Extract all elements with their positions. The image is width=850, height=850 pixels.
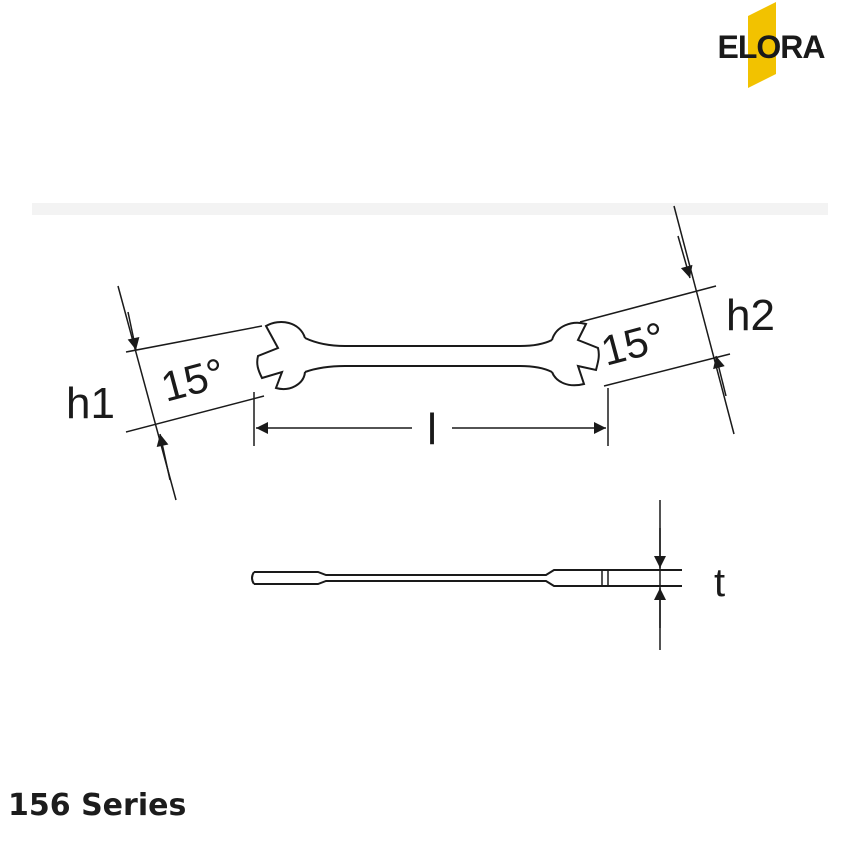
h1-label: h1: [66, 379, 115, 428]
right-angle-box: [579, 205, 735, 435]
logo-text: ELORA: [718, 29, 826, 65]
left-angle-box: [117, 285, 265, 501]
wrench-shaft: [304, 337, 553, 373]
left-angle-label: 15°: [156, 349, 230, 411]
series-title: 156 Series: [8, 788, 187, 823]
elora-logo: ELORA: [718, 2, 826, 88]
h2-label: h2: [726, 291, 775, 340]
length-dimension: [253, 388, 609, 446]
logo-yellow-bar: [748, 2, 776, 88]
background-band: [32, 203, 828, 215]
thickness-label: t: [714, 561, 725, 605]
wrench-left-head: [256, 321, 306, 390]
wrench-side-view: [251, 569, 682, 587]
length-label: l: [427, 405, 437, 454]
right-angle-label: 15°: [596, 313, 670, 375]
wrench-right-head: [551, 321, 600, 387]
wrench-top-view: [256, 321, 600, 390]
